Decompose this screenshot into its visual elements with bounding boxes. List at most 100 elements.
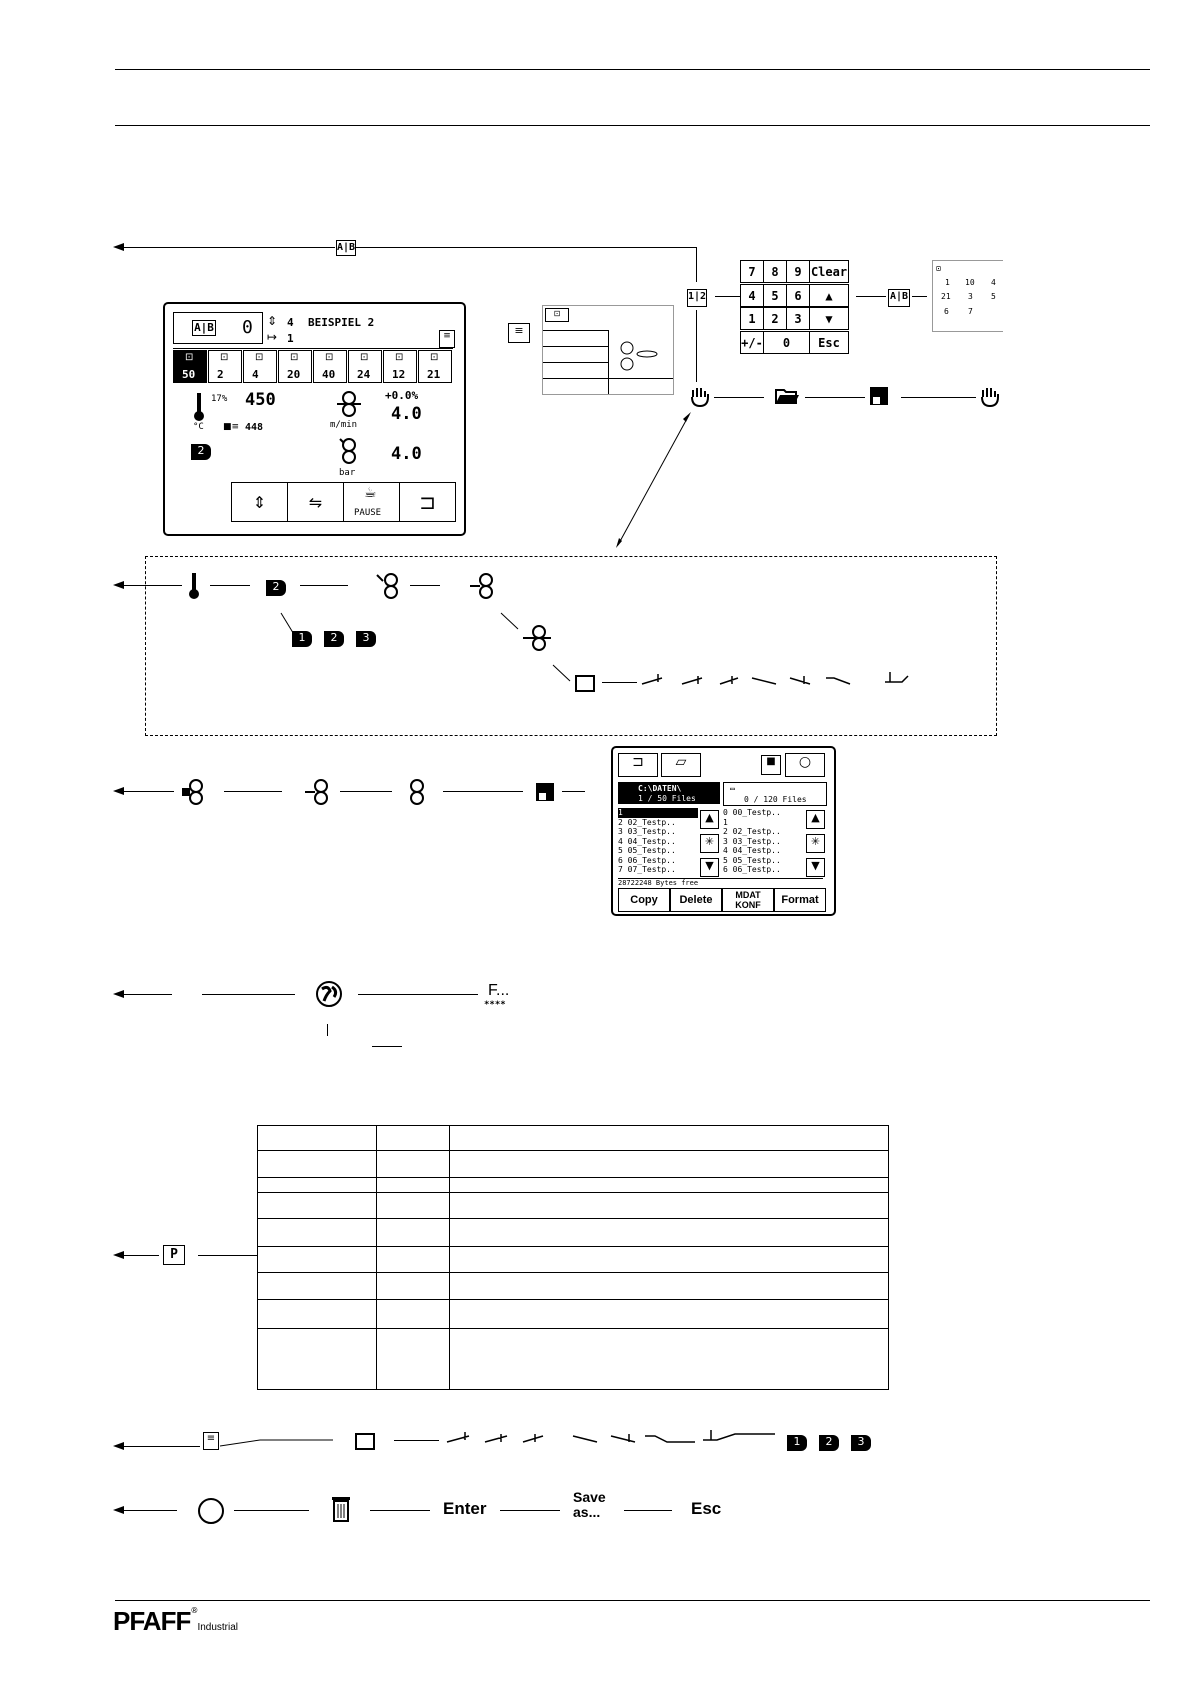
roller-up-button[interactable]: ⇕ (231, 482, 288, 522)
roll-icon[interactable]: 2 (266, 580, 286, 596)
layers-icon[interactable] (575, 675, 595, 692)
fm-button-3[interactable]: Format (774, 888, 826, 912)
file-entry[interactable]: 5 05_Testp.. (618, 846, 676, 855)
segment-cell[interactable]: ⊡21 (418, 350, 452, 383)
trash-icon[interactable] (330, 1496, 352, 1522)
esc-button[interactable]: Esc (691, 1499, 722, 1518)
floppy-disk-icon[interactable] (869, 386, 889, 406)
fm-button-1[interactable]: Delete (670, 888, 722, 912)
file-entry[interactable]: 3 03_Testp.. (723, 836, 781, 846)
next-button[interactable]: ⊐ (399, 482, 456, 522)
file-entry[interactable]: 1 (618, 808, 698, 818)
enter-button[interactable]: Enter (443, 1499, 487, 1518)
file-entry[interactable]: 4 04_Testp.. (618, 836, 676, 846)
speed-correction-icon[interactable] (523, 623, 551, 653)
roller-swap-button[interactable]: ⇋ (287, 482, 344, 522)
keypad-key[interactable]: ▼ (809, 307, 849, 330)
segment-cell[interactable]: ⊡20 (278, 350, 312, 383)
p-icon[interactable]: P (163, 1245, 185, 1265)
segment-cell[interactable]: ⊡4 (243, 350, 277, 383)
hand-icon-2[interactable] (978, 385, 1002, 409)
segment-cell[interactable]: ⊡24 (348, 350, 382, 383)
seam-segment-icons-2[interactable] (445, 1428, 775, 1448)
keypad-key[interactable]: 6 (786, 284, 810, 307)
hand-icon[interactable] (688, 385, 712, 409)
file-entry[interactable]: 1 (723, 817, 728, 827)
keypad-key[interactable]: 9 (786, 260, 810, 283)
card-button[interactable]: ▱ (661, 753, 701, 777)
file-entry[interactable]: 2 02_Testp.. (723, 827, 781, 836)
file-entry[interactable]: 4 04_Testp.. (723, 846, 781, 855)
fm-button-2[interactable]: MDAT KONF (722, 888, 774, 912)
disk-button[interactable]: ■ (761, 755, 781, 775)
roller-change-icon[interactable] (180, 778, 208, 806)
segment-icon: ⊡ (360, 352, 369, 363)
file-entry[interactable]: 2 02_Testp.. (618, 817, 676, 827)
left-scroll-up[interactable]: ▲ (700, 810, 719, 829)
left-scroll-down[interactable]: ▼ (700, 858, 719, 877)
keypad-key[interactable]: 5 (763, 284, 787, 307)
right-scroll-down[interactable]: ▼ (806, 858, 825, 877)
ab-counter-icon[interactable]: A|B (336, 240, 356, 256)
segment-cell[interactable]: ⊡40 (313, 350, 347, 383)
keypad-key[interactable]: Esc (809, 331, 849, 354)
segment-cell[interactable]: ⊡50 (173, 350, 207, 383)
roll-1-icon[interactable]: 1 (292, 631, 312, 647)
save-as-button[interactable]: Save as... (573, 1489, 606, 1520)
globe-icon[interactable] (316, 981, 342, 1007)
file-entry[interactable]: 6 06_Testp.. (618, 855, 676, 865)
roll-3-icon[interactable]: 3 (356, 631, 376, 647)
keypad-key[interactable]: 7 (740, 260, 764, 283)
keypad-key[interactable]: ▲ (809, 284, 849, 307)
roll-1-icon[interactable]: 1 (787, 1435, 807, 1451)
right-scroll-up[interactable]: ▲ (806, 810, 825, 829)
circle-icon[interactable] (198, 1498, 224, 1524)
menu-icon[interactable]: ≡ (508, 323, 530, 343)
file-entry[interactable]: 3 03_Testp.. (618, 827, 676, 836)
roll-mode-icon[interactable]: 2 (191, 444, 211, 460)
keypad-key[interactable]: 3 (786, 307, 810, 330)
keypad-key[interactable]: Clear (809, 260, 849, 283)
f-label[interactable]: F... (488, 982, 510, 999)
speed-icon[interactable] (470, 572, 498, 600)
roller-pos-icon[interactable] (305, 778, 333, 806)
right-scroll-star[interactable]: ✳ (806, 834, 825, 853)
keypad-key[interactable]: 0 (763, 331, 810, 354)
keypad-key[interactable]: 1 (740, 307, 764, 330)
roll-2-icon[interactable]: 2 (324, 631, 344, 647)
roll-2-icon[interactable]: 2 (819, 1435, 839, 1451)
file-entry[interactable]: 7 07_Testp.. (618, 865, 676, 874)
notes-icon[interactable]: ≡ (439, 330, 455, 348)
file-entry[interactable]: 5 05_Testp.. (723, 855, 781, 865)
disk-icon[interactable] (535, 782, 555, 802)
file-entry[interactable]: 6 06_Testp.. (723, 865, 781, 874)
layers-icon-2[interactable] (355, 1433, 375, 1450)
seam-segment-icons[interactable] (640, 670, 910, 690)
keypad-key[interactable]: 2 (763, 307, 787, 330)
pause-button[interactable]: ☕ PAUSE (343, 482, 400, 522)
keypad-key[interactable]: 4 (740, 284, 764, 307)
roll-3-icon[interactable]: 3 (851, 1435, 871, 1451)
notes-icon-2[interactable]: ≡ (203, 1432, 219, 1450)
file-entry[interactable]: 0 00_Testp.. (723, 808, 781, 817)
fm-button-0[interactable]: Copy (618, 888, 670, 912)
circle-button[interactable]: ○ (785, 753, 825, 777)
keypad-key[interactable]: 8 (763, 260, 787, 283)
thermometer-icon-2[interactable] (188, 572, 200, 600)
twelve-icon[interactable]: 1|2 (687, 289, 707, 307)
roller-lock-icon[interactable] (403, 778, 431, 806)
segment-cell[interactable]: ⊡12 (383, 350, 417, 383)
brand-sub: Industrial (197, 1622, 239, 1633)
left-scroll-star[interactable]: ✳ (700, 834, 719, 853)
folder-open-icon[interactable] (774, 386, 800, 406)
segment-cell[interactable]: ⊡2 (208, 350, 242, 383)
counter-box[interactable]: A|B 0 (173, 312, 263, 344)
exit-button[interactable]: ⊐ (618, 753, 658, 777)
keypad-key[interactable]: +/- (740, 331, 764, 354)
ab-counter-icon-2[interactable]: A|B (888, 289, 910, 307)
pressure-icon[interactable] (375, 572, 403, 600)
